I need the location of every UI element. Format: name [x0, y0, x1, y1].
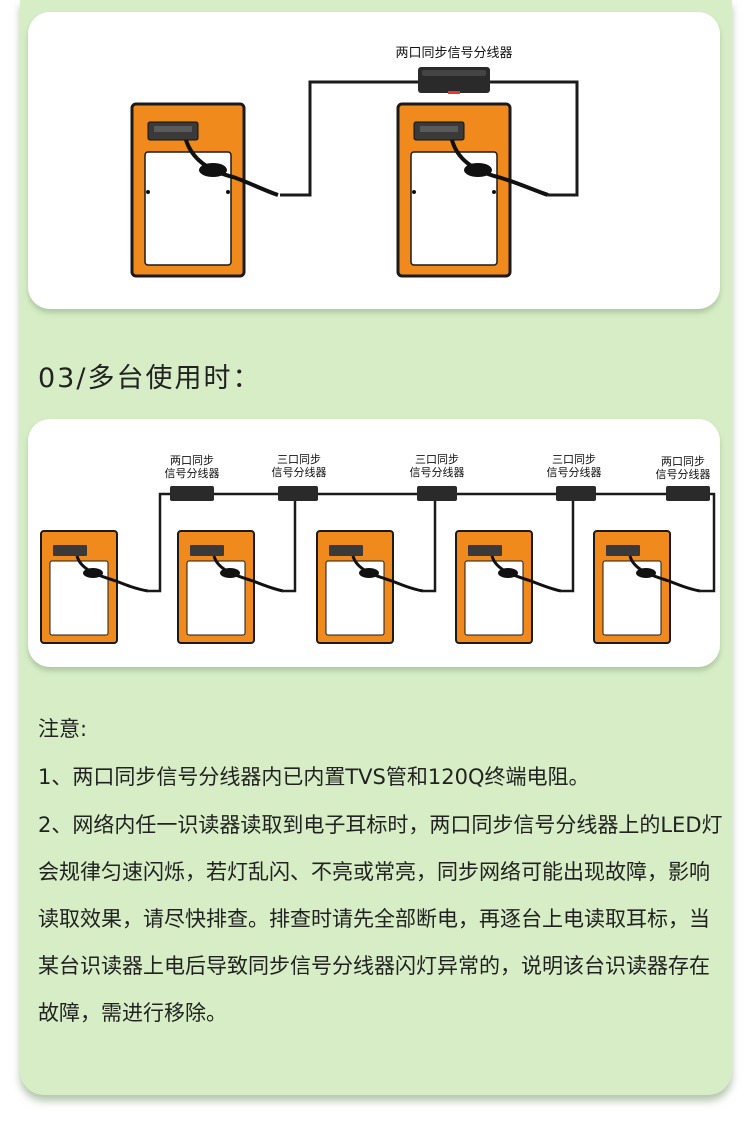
splitter-label-1-line1: 两口同步	[170, 454, 214, 467]
cable-right	[488, 80, 579, 197]
splitter-label-4-line2: 信号分线器	[547, 465, 602, 479]
section-title: 03/多台使用时：	[38, 363, 262, 394]
reader-right	[396, 102, 549, 278]
splitter-label-4-line1: 三口同步	[552, 453, 596, 466]
splitter-label-3-line2: 信号分线器	[410, 465, 465, 479]
multi-reader-diagram: 两口同步 信号分线器 三口同步 信号分线器 三口同步 信号分线器 三口同步 信号…	[40, 453, 716, 644]
splitter-label-5-line1: 两口同步	[661, 455, 705, 468]
drop-cable-4	[561, 494, 575, 593]
splitter-label-1-line2: 信号分线器	[165, 466, 220, 480]
reader-5	[593, 530, 701, 644]
drop-cable-2	[283, 494, 297, 593]
splitter-label-3-line1: 三口同步	[415, 453, 459, 466]
splitter-3	[417, 486, 457, 501]
splitter-device	[418, 67, 490, 94]
reader-1	[40, 530, 149, 644]
splitter-label: 两口同步信号分线器	[395, 46, 512, 61]
splitter-label-5-line2: 信号分线器	[656, 467, 711, 481]
splitter-4	[556, 486, 596, 501]
note-item-1: 1、两口同步信号分线器内已内置TVS管和120Q终端电阻。	[38, 765, 590, 789]
splitter-1	[170, 486, 214, 501]
reader-3	[316, 530, 424, 644]
reader-4	[455, 530, 562, 644]
content-panel: 两口同步信号分线器	[20, 0, 732, 1095]
splitter-label-2-line2: 信号分线器	[272, 465, 327, 479]
multi-reader-diagram-card: 两口同步 信号分线器 三口同步 信号分线器 三口同步 信号分线器 三口同步 信号…	[28, 419, 720, 667]
drop-cable-3	[423, 494, 437, 593]
splitter-5	[666, 486, 710, 501]
splitter-2	[278, 486, 318, 501]
note-item-2: 2、网络内任一识读器读取到电子耳标时，两口同步信号分线器上的LED灯会规律匀速闪…	[38, 813, 723, 1025]
reader-2	[177, 530, 284, 644]
notes-heading: 注意:	[38, 717, 88, 741]
notes-section: 注意: 1、两口同步信号分线器内已内置TVS管和120Q终端电阻。 2、网络内任…	[38, 706, 728, 1037]
reader-left	[130, 102, 279, 278]
splitter-label-2-line1: 三口同步	[277, 453, 321, 466]
two-reader-diagram-card: 两口同步信号分线器	[28, 12, 720, 309]
two-reader-diagram: 两口同步信号分线器	[130, 46, 579, 278]
cable-left	[280, 80, 420, 197]
